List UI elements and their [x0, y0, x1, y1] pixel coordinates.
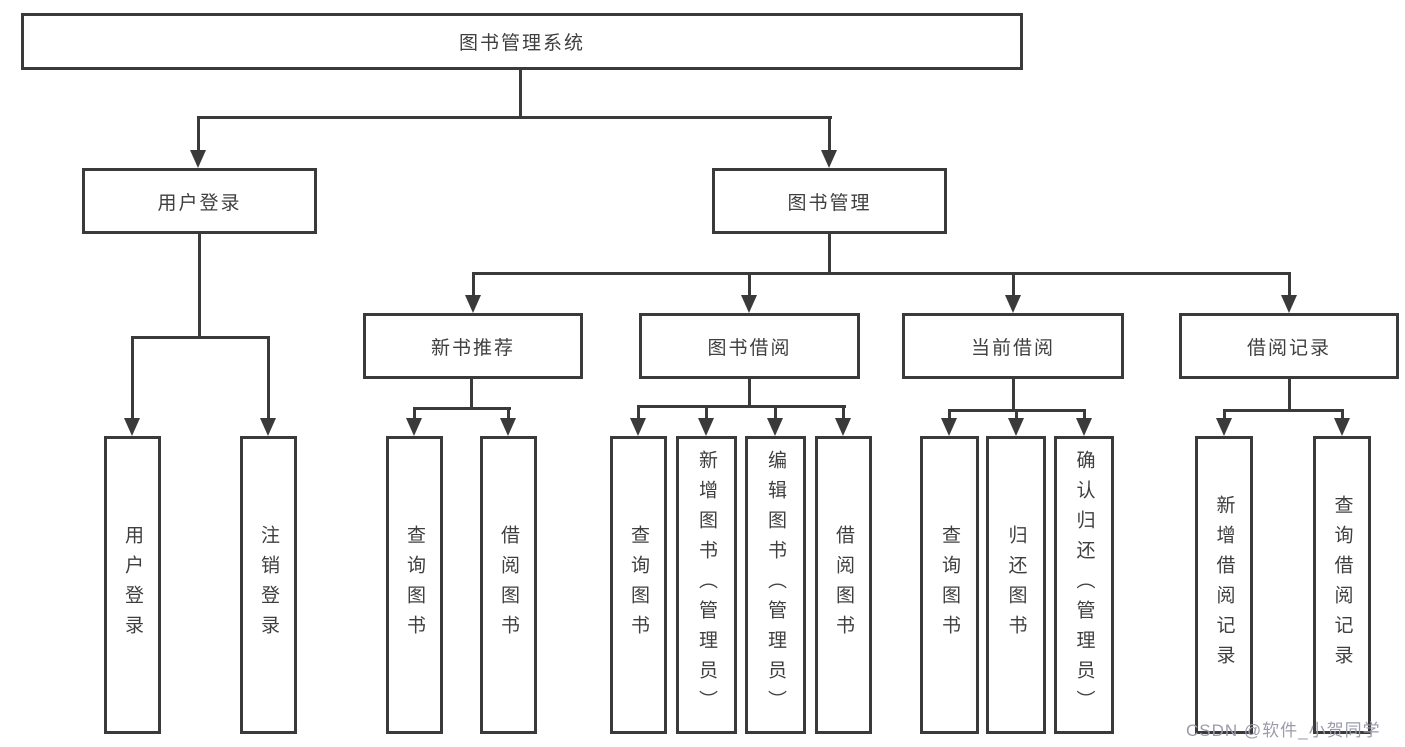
- arrow-down-icon: [1281, 295, 1297, 313]
- leaf-records-query: 查询借阅记录: [1313, 436, 1371, 734]
- node-borrow-records: 借阅记录: [1179, 313, 1399, 379]
- arrow-down-icon: [835, 418, 851, 436]
- connector-user-login-stem: [198, 234, 201, 338]
- leaf-current-confirm-return: 确认归还（管理员）: [1054, 436, 1114, 734]
- connector-to-book-management: [828, 117, 831, 153]
- leaf-borrow-borrow-books: 借阅图书: [815, 436, 872, 734]
- node-new-book-recommend: 新书推荐: [363, 313, 583, 379]
- leaf-current-query-books: 查询图书: [920, 436, 979, 734]
- connector-recommend-split: [413, 407, 511, 410]
- arrow-down-icon: [1005, 295, 1021, 313]
- arrow-down-icon: [1008, 418, 1024, 436]
- connector-to-leaf: [1341, 410, 1344, 422]
- arrow-down-icon: [500, 418, 516, 436]
- connector-to-leaf: [1223, 410, 1226, 422]
- arrow-down-icon: [767, 418, 783, 436]
- arrow-down-icon: [1076, 418, 1092, 436]
- connector-to-leaf: [774, 406, 777, 422]
- leaf-recommend-query-books: 查询图书: [386, 436, 443, 734]
- connector-to-current: [1012, 273, 1015, 297]
- arrow-down-icon: [260, 418, 276, 436]
- connector-root-stem: [519, 69, 522, 117]
- arrow-down-icon: [741, 295, 757, 313]
- leaf-borrow-edit-books: 编辑图书（管理员）: [745, 436, 806, 734]
- connector-to-borrow: [748, 273, 751, 297]
- connector-book-management-stem: [828, 234, 831, 274]
- connector-records-stem: [1288, 379, 1291, 411]
- connector-to-leaf: [1015, 410, 1018, 422]
- node-root: 图书管理系统: [21, 13, 1023, 70]
- leaf-borrow-add-books: 新增图书（管理员）: [676, 436, 737, 734]
- leaf-current-return-books: 归还图书: [986, 436, 1046, 734]
- connector-borrow-split: [637, 405, 846, 408]
- leaf-records-add: 新增借阅记录: [1195, 436, 1253, 734]
- arrow-down-icon: [698, 418, 714, 436]
- node-current-borrow: 当前借阅: [902, 313, 1124, 379]
- connector-to-leaf: [842, 406, 845, 422]
- connector-root-split: [197, 116, 832, 119]
- arrow-down-icon: [1216, 418, 1232, 436]
- watermark: CSDN @软件_小贺同学: [1186, 721, 1381, 740]
- node-user-login: 用户登录: [82, 168, 317, 234]
- connector-book-management-split: [472, 272, 1291, 275]
- connector-to-leaf: [267, 337, 270, 419]
- arrow-down-icon: [1334, 418, 1350, 436]
- connector-user-login-split: [131, 336, 270, 339]
- connector-current-stem: [1012, 379, 1015, 411]
- leaf-logout: 注销登录: [240, 436, 297, 734]
- connector-records-split: [1223, 409, 1344, 412]
- connector-to-leaf: [131, 337, 134, 419]
- connector-to-leaf: [705, 406, 708, 422]
- connector-to-leaf: [948, 410, 951, 422]
- leaf-recommend-borrow-books: 借阅图书: [480, 436, 537, 734]
- connector-to-recommend: [472, 273, 475, 297]
- arrow-down-icon: [821, 150, 837, 168]
- connector-borrow-stem: [748, 379, 751, 407]
- connector-to-leaf: [637, 406, 640, 422]
- arrow-down-icon: [190, 150, 206, 168]
- arrow-down-icon: [406, 418, 422, 436]
- leaf-user-login: 用户登录: [104, 436, 161, 734]
- connector-recommend-stem: [470, 379, 473, 409]
- connector-to-user-login: [197, 117, 200, 153]
- leaf-borrow-query-books: 查询图书: [610, 436, 667, 734]
- node-book-management: 图书管理: [712, 168, 947, 234]
- arrow-down-icon: [124, 418, 140, 436]
- arrow-down-icon: [465, 295, 481, 313]
- node-book-borrow: 图书借阅: [639, 313, 860, 379]
- connector-to-leaf: [507, 408, 510, 422]
- arrow-down-icon: [941, 418, 957, 436]
- connector-to-records: [1288, 273, 1291, 297]
- connector-to-leaf: [413, 408, 416, 422]
- arrow-down-icon: [630, 418, 646, 436]
- connector-to-leaf: [1083, 410, 1086, 422]
